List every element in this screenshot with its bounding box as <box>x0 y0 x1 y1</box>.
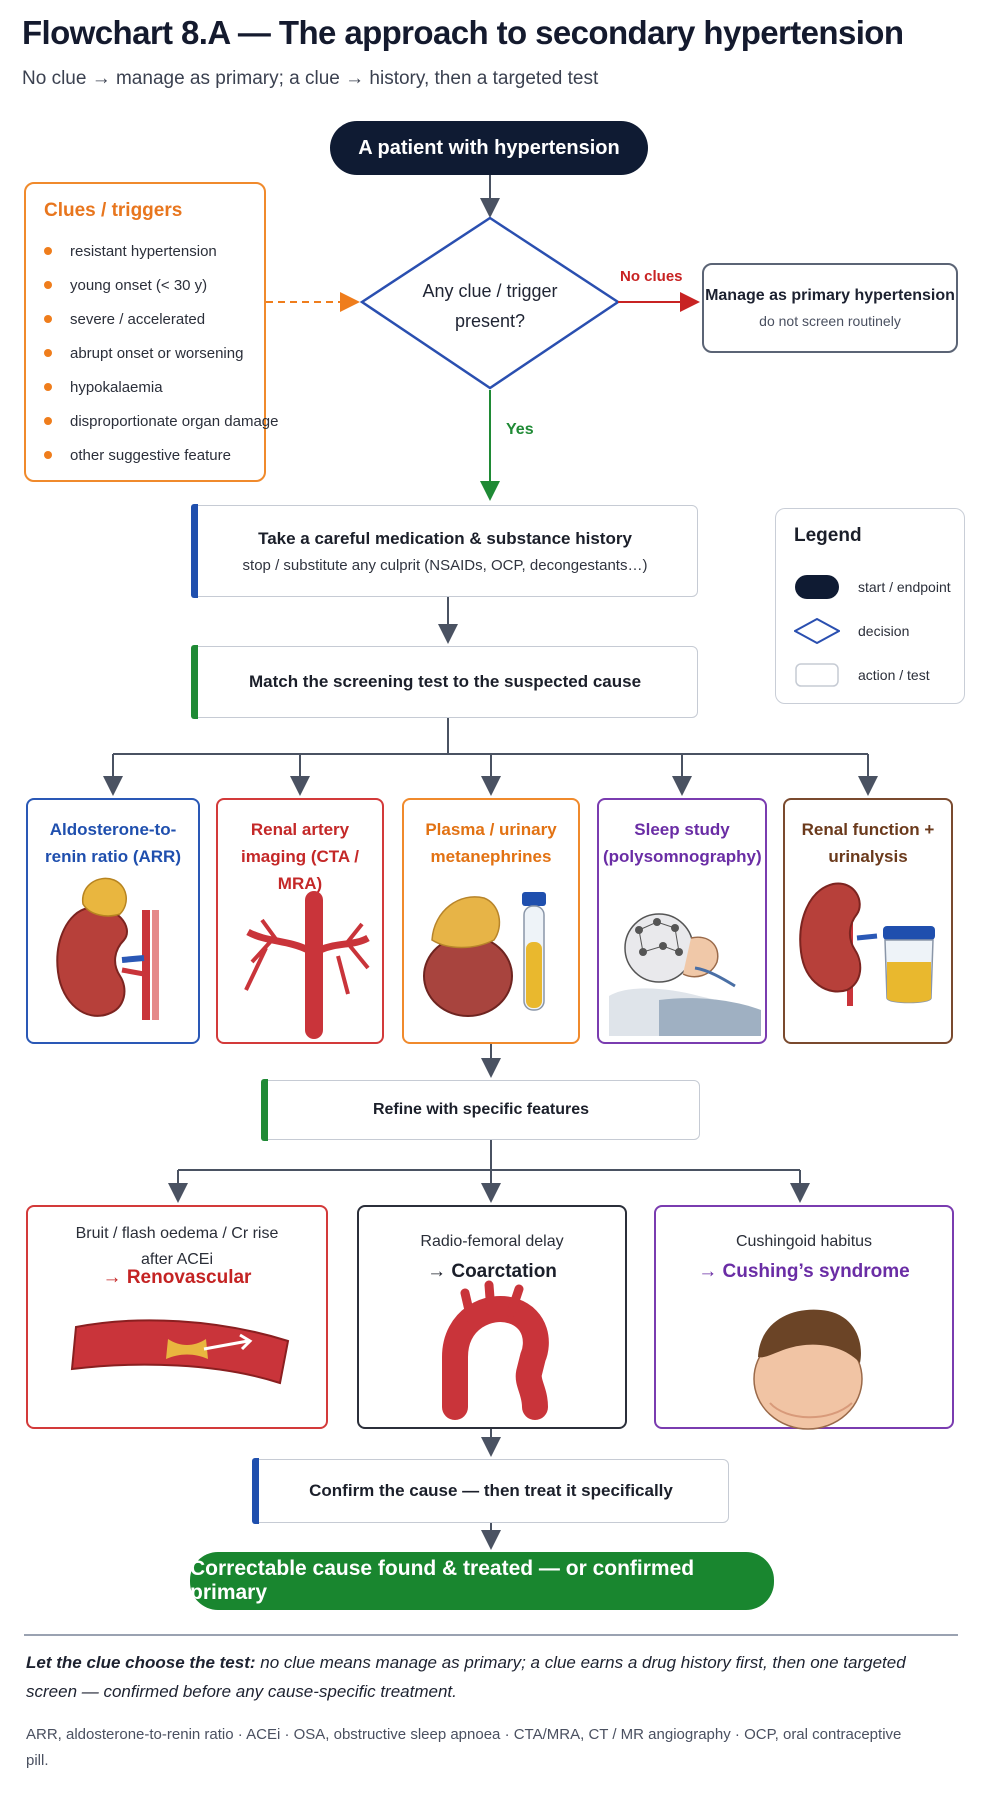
test-title: Aldosterone-to-renin ratio (ARR) <box>45 820 181 866</box>
test-card-arr: Aldosterone-to-renin ratio (ARR) <box>26 798 200 1044</box>
start-node: A patient with hypertension <box>330 121 648 175</box>
bullet-icon <box>44 281 52 289</box>
refine-title: Refine with specific features <box>372 1101 590 1118</box>
test-title: Sleep study (polysomnography) <box>603 820 762 866</box>
feature-card-cushing: Cushingoid habitus → Cushing’s syndrome <box>654 1205 954 1430</box>
test-title: Renal function + urinalysis <box>801 820 935 866</box>
history-title: Take a careful medication & substance hi… <box>258 528 632 548</box>
stenosed-artery-icon <box>70 1319 290 1385</box>
clue-item: abrupt onset or worsening <box>44 336 252 370</box>
kidney-urine-cup-icon <box>799 882 935 1006</box>
end-node: Correctable cause found & treated — or c… <box>190 1552 774 1610</box>
artery-icon <box>244 891 370 1039</box>
clue-item: disproportionate organ damage <box>44 404 278 438</box>
match-step: Match the screening test to the suspecte… <box>191 645 698 719</box>
bullet-icon <box>44 417 52 425</box>
clue-item: severe / accelerated <box>44 302 252 336</box>
confirm-title: Confirm the cause — then treat it specif… <box>309 1481 673 1500</box>
feature-outcome: → Coarctation <box>427 1261 557 1282</box>
page-title: Flowchart 8.A — The approach to secondar… <box>22 14 904 51</box>
step-accent-bar <box>191 504 198 598</box>
abbreviations: ARR, aldosterone-to-renin ratio · ACEi ·… <box>26 1726 902 1769</box>
bullet-icon <box>44 451 52 459</box>
pill-icon <box>794 574 840 600</box>
takeaway-text: Let the clue choose the test: no clue me… <box>26 1653 906 1701</box>
footer-divider <box>24 1634 958 1636</box>
feature-card-renovascular: Bruit / flash oedema / Cr rise after ACE… <box>26 1205 328 1429</box>
box-icon <box>794 662 840 688</box>
decision-label: Any clue / trigger present? <box>422 281 558 331</box>
legend-title: Legend <box>794 525 862 546</box>
manage-primary-box: Manage as primary hypertension do not sc… <box>702 263 958 353</box>
legend-item-decision: decision <box>794 609 946 653</box>
clues-box: Clues / triggers resistant hypertension … <box>24 182 278 482</box>
clue-item: resistant hypertension <box>44 234 252 268</box>
test-card-sleep-study: Sleep study (polysomnography) <box>597 798 767 1044</box>
bullet-icon <box>44 383 52 391</box>
test-card-metanephrines: Plasma / urinary metanephrines <box>402 798 580 1044</box>
legend: Legend start / endpoint decision action … <box>775 508 965 704</box>
cushingoid-face-icon <box>753 1309 863 1430</box>
refine-step: Refine with specific features <box>261 1079 700 1141</box>
clues-title: Clues / triggers <box>44 200 183 221</box>
kidney-adrenal-icon <box>56 877 159 1020</box>
page-subtitle: No clue → manage as primary; a clue → hi… <box>22 68 599 89</box>
bullet-icon <box>44 349 52 357</box>
manage-title: Manage as primary hypertension <box>705 287 955 304</box>
feature-desc: Radio-femoral delay <box>420 1233 564 1250</box>
feature-desc: Cushingoid habitus <box>735 1233 873 1250</box>
clue-item: hypokalaemia <box>44 370 252 404</box>
test-title: Plasma / urinary metanephrines <box>425 820 557 866</box>
aortic-arch-icon <box>442 1280 549 1420</box>
feature-card-coarctation: Radio-femoral delay → Coarctation <box>357 1205 627 1429</box>
step-accent-bar <box>191 645 198 719</box>
manage-subtitle: do not screen routinely <box>759 313 901 329</box>
edge-label-yes: Yes <box>506 421 534 438</box>
clue-item: other suggestive feature <box>44 438 252 472</box>
clue-item: young onset (< 30 y) <box>44 268 252 302</box>
step-accent-bar <box>261 1079 268 1141</box>
step-accent-bar <box>252 1458 259 1524</box>
history-step: Take a careful medication & substance hi… <box>191 504 698 598</box>
legend-item-start: start / endpoint <box>794 565 951 609</box>
feature-outcome: → Renovascular <box>102 1267 252 1288</box>
bullet-icon <box>44 315 52 323</box>
history-subtitle: stop / substitute any culprit (NSAIDs, O… <box>242 556 648 574</box>
test-card-renal-imaging: Renal artery imaging (CTA / MRA) <box>216 798 384 1044</box>
test-title: Renal artery imaging (CTA / MRA) <box>240 820 360 893</box>
diamond-icon <box>794 618 840 644</box>
bullet-icon <box>44 247 52 255</box>
feature-outcome: → Cushing’s syndrome <box>698 1261 910 1282</box>
decision-diamond <box>359 216 621 390</box>
feature-desc: Bruit / flash oedema / Cr rise after ACE… <box>75 1225 279 1268</box>
edge-label-no-clues: No clues <box>620 268 683 285</box>
confirm-step: Confirm the cause — then treat it specif… <box>252 1458 729 1524</box>
legend-item-action: action / test <box>794 653 946 697</box>
match-title: Match the screening test to the suspecte… <box>248 672 642 691</box>
adrenal-tube-icon <box>423 892 546 1017</box>
test-card-renal-function: Renal function + urinalysis <box>783 798 953 1044</box>
sleep-study-icon <box>609 913 761 1036</box>
